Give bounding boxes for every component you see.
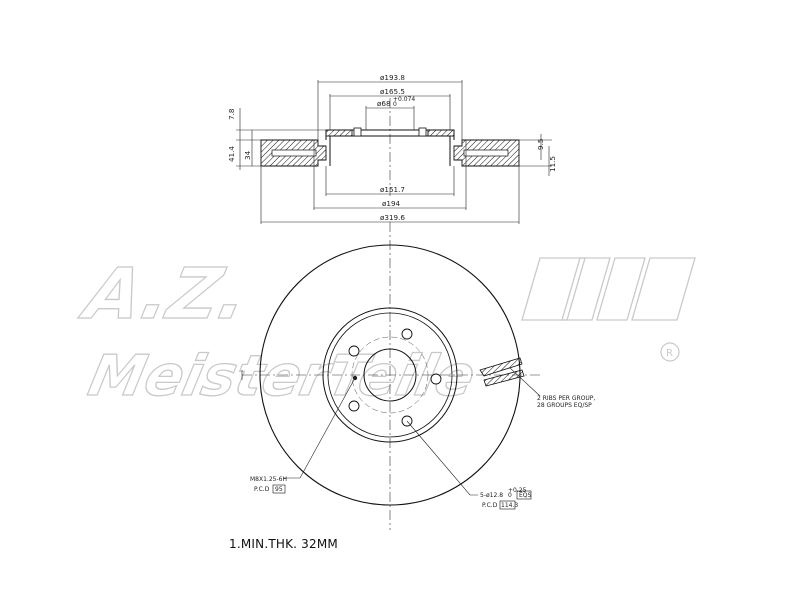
section-hole-left (353, 127, 362, 137)
dim-d1517: ø151.7 (380, 185, 405, 194)
bolt-hole (348, 345, 360, 357)
dim-bore-tol-upper: +0.074 (393, 96, 415, 103)
section-right-vent (463, 149, 509, 157)
section-hat-inner (329, 135, 451, 166)
dim-d3196: ø319.6 (380, 213, 405, 222)
thread-pcd-label: P.C.D (254, 486, 270, 493)
watermark-brand-top: A.Z. (74, 253, 256, 335)
thread-note: M8X1.25-6H (250, 476, 287, 483)
holes-tol-lower: 0 (508, 492, 512, 499)
dim-h115: 11.5 (548, 156, 557, 172)
bolt-hole (401, 328, 413, 340)
watermark-stripes-logo (521, 257, 696, 321)
thread-pcd-box (272, 484, 286, 494)
hat-inner-edge (327, 312, 453, 438)
holes-tol-upper: +0.25 (508, 487, 527, 494)
holes-eqs-box (516, 490, 532, 500)
watermark-registered-mark (660, 342, 680, 362)
holes-leader (406, 420, 478, 496)
thread-pcd-value: 95 (275, 486, 283, 493)
holes-pcd-label: P.C.D (482, 502, 498, 509)
min-thickness-note: 1.MIN.THK. 32MM (229, 537, 338, 551)
holes-pcd-value: 114.3 (501, 502, 518, 509)
ribs-note-line1: 2 RIBS PER GROUP, (537, 395, 595, 402)
watermark-registered-letter: R (666, 348, 673, 359)
section-left-vent (271, 149, 317, 157)
dim-h78: 7.8 (227, 108, 236, 120)
pcd-circle (351, 336, 429, 414)
dim-d1938: ø193.8 (380, 73, 405, 82)
holes-note: 5-ø12.8 (480, 492, 503, 499)
dim-h414: 41.4 (227, 146, 236, 162)
holes-eqs: EQS (519, 492, 532, 499)
section-view: ø193.8 ø165.5 ø68 +0.074 0 ø151.7 ø194 ø… (227, 73, 557, 224)
rib-detail (479, 357, 541, 397)
front-view (241, 222, 541, 530)
watermark: A.Z. MeisterTeile R (73, 252, 696, 409)
dim-h34: 34 (243, 150, 252, 160)
section-hat-wall-right (427, 129, 455, 137)
ribs-note-line2: 28 GROUPS EQ/SP (537, 402, 592, 409)
dim-bore-tol-lower: 0 (393, 101, 397, 108)
watermark-brand-bottom: MeisterTeile (83, 344, 481, 409)
bolt-hole (430, 373, 442, 385)
center-bore (363, 348, 417, 402)
hat-outer-edge (322, 307, 458, 443)
dim-h95: 9.5 (536, 139, 545, 150)
holes-pcd-box (499, 500, 516, 510)
bolt-hole (348, 400, 360, 412)
thread-leader (283, 377, 356, 479)
dim-d194: ø194 (382, 199, 401, 208)
dim-d1655: ø165.5 (380, 87, 405, 96)
section-hat-wall-left (325, 129, 353, 137)
dim-bore: ø68 (377, 99, 391, 108)
section-hole-right (418, 127, 427, 137)
